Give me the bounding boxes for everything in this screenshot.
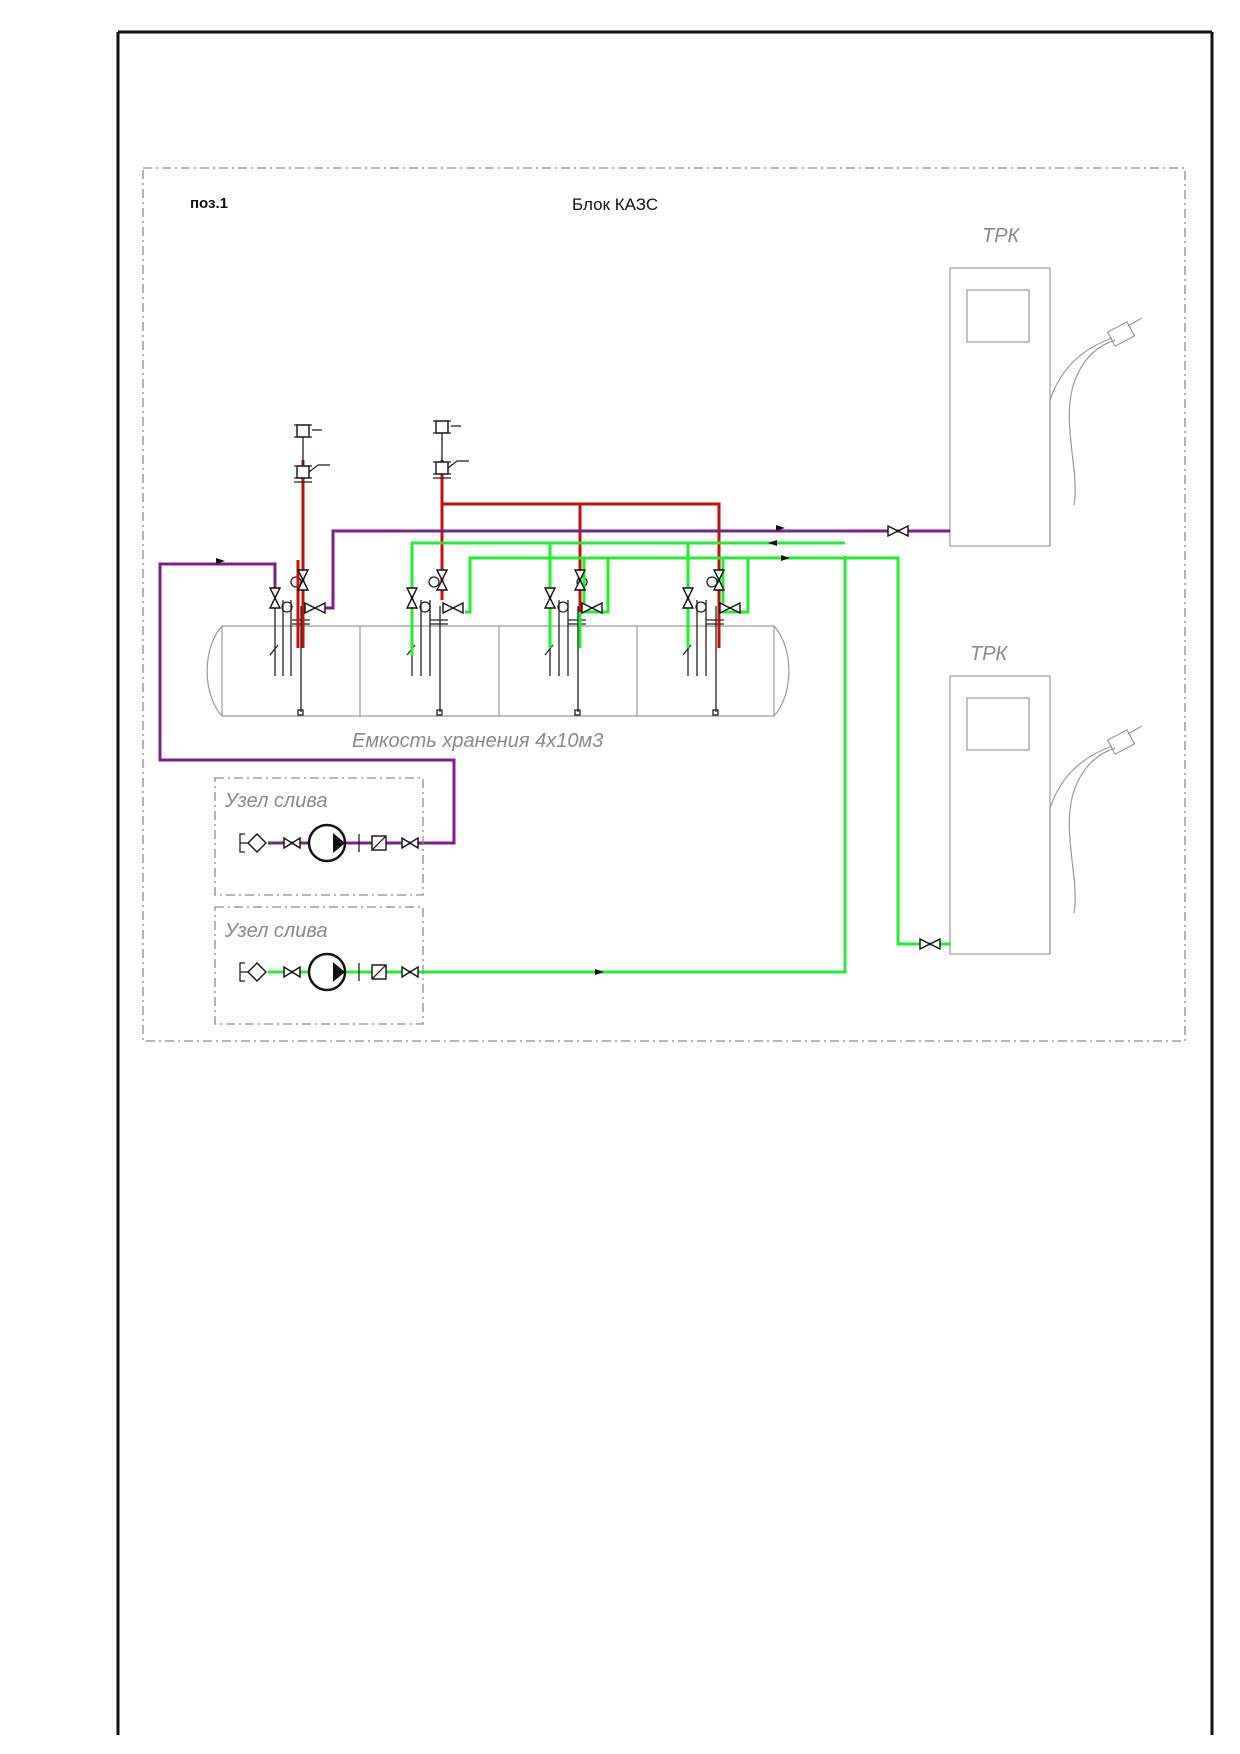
block-title: Блок КАЗС (572, 195, 658, 214)
gate-valve-icon (283, 836, 301, 850)
drain-unit-bottom: Узел слива (214, 906, 424, 1025)
vent-stack-2 (433, 420, 469, 479)
drain-unit-bottom-label: Узел слива (224, 920, 327, 942)
vent-stack-1 (294, 424, 330, 483)
dispenser-top-label: ТРК (982, 225, 1021, 247)
storage-tank: Емкость хранения 4х10м3 (206, 625, 790, 752)
position-label: поз.1 (190, 195, 228, 212)
gate-valve-icon (581, 601, 603, 615)
pump-icon (307, 823, 347, 863)
compartment-instruments (269, 576, 724, 716)
check-valve-icon (371, 835, 387, 851)
check-valve-icon (371, 964, 387, 980)
gate-valve-icon (304, 601, 326, 615)
drain-unit-top: Узел слива (214, 777, 424, 896)
drain-unit-top-label: Узел слива (224, 790, 327, 812)
gate-valve-icon (296, 569, 310, 591)
gate-valve-icon (919, 937, 941, 951)
gate-valve-icon (543, 587, 557, 609)
fuel-nozzle-icon (1049, 317, 1143, 506)
gate-valve-icon (401, 836, 419, 850)
gate-valve-icon (401, 965, 419, 979)
block-outline (142, 167, 1186, 1042)
line-valves (268, 524, 941, 951)
fuel-nozzle-icon (1049, 725, 1143, 914)
tank-label: Емкость хранения 4х10м3 (352, 730, 603, 752)
filter-icon (239, 962, 267, 982)
flame-arrester-icon (294, 464, 330, 479)
flame-arrester-icon (433, 460, 469, 475)
drain-unit-outline (214, 777, 424, 896)
dispenser-bottom: ТРК (949, 643, 1143, 955)
vapor-lines (296, 460, 721, 648)
dispenser-icon (949, 675, 1051, 955)
gate-valve-icon (268, 587, 282, 609)
sheet-border (116, 30, 1214, 1735)
dispenser-display (966, 697, 1030, 751)
gate-valve-icon (442, 601, 464, 615)
fuel-lines (410, 541, 950, 974)
gate-valve-icon (681, 587, 695, 609)
gate-valve-icon (719, 601, 741, 615)
gate-valve-icon (283, 965, 301, 979)
gate-valve-icon (712, 569, 726, 591)
drain-unit-outline (214, 906, 424, 1025)
dispenser-bottom-label: ТРК (970, 643, 1009, 665)
pump-icon (307, 952, 347, 992)
dispenser-icon (949, 267, 1051, 547)
dispenser-display (966, 289, 1030, 343)
breathing-valve-icon (294, 424, 322, 438)
gate-valve-icon (435, 569, 449, 591)
breathing-valve-icon (433, 420, 461, 434)
filter-icon (239, 833, 267, 853)
flow-arrows (216, 525, 790, 975)
gate-valve-icon (573, 569, 587, 591)
dispenser-top: ТРК (949, 225, 1143, 547)
gate-valve-icon (405, 587, 419, 609)
gate-valve-icon (887, 524, 909, 538)
